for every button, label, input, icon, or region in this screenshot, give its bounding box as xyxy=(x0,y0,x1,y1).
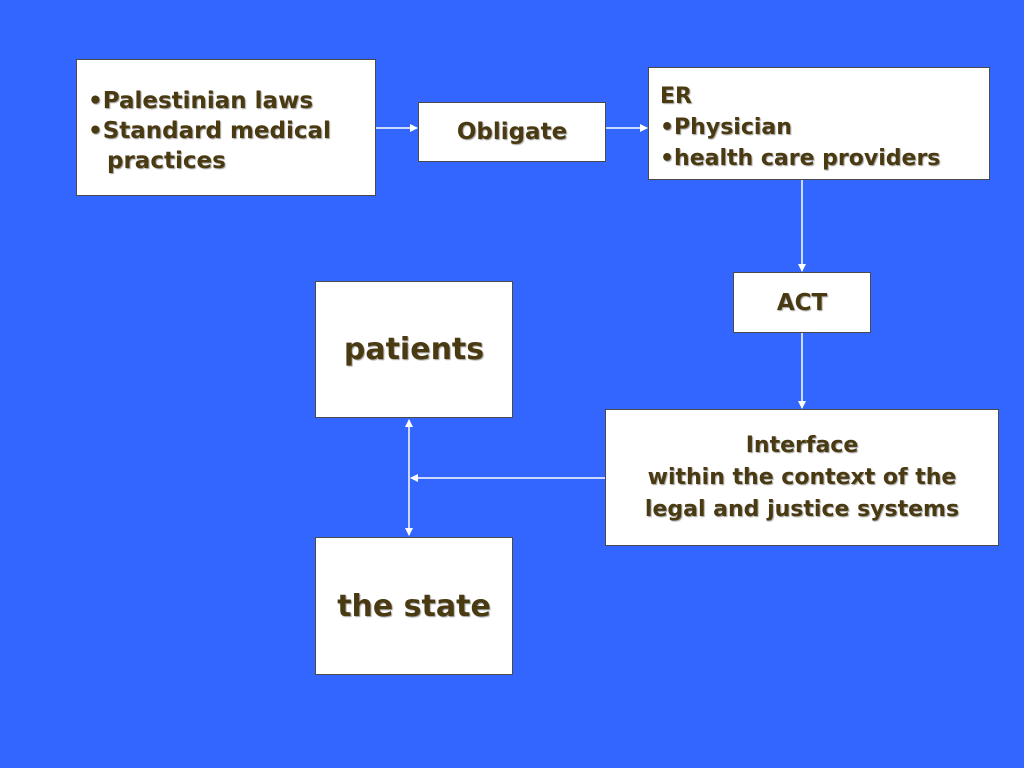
interface-line-3: legal and justice systems xyxy=(644,496,960,522)
patients-label: patients xyxy=(343,332,485,367)
act-label: ACT xyxy=(776,289,828,316)
obligate-label: Obligate xyxy=(456,119,568,145)
interface-box: Interface within the context of the lega… xyxy=(605,409,999,546)
er-line-1: ER xyxy=(660,84,692,109)
interface-line-2: within the context of the xyxy=(647,464,957,490)
laws-box: •Palestinian laws •Standard medical prac… xyxy=(76,59,376,196)
obligate-box: Obligate xyxy=(418,102,606,162)
er-box: ER •Physician •health care providers xyxy=(648,67,990,180)
laws-line-3: practices xyxy=(107,148,226,174)
laws-line-2: •Standard medical xyxy=(88,118,331,144)
patients-box: patients xyxy=(315,281,513,418)
er-line-2: •Physician xyxy=(660,115,792,140)
interface-line-1: Interface xyxy=(745,432,859,458)
er-line-3: •health care providers xyxy=(660,146,941,171)
state-label: the state xyxy=(337,588,491,624)
state-box: the state xyxy=(315,537,513,675)
laws-line-1: •Palestinian laws xyxy=(88,88,314,114)
act-box: ACT xyxy=(733,272,871,333)
